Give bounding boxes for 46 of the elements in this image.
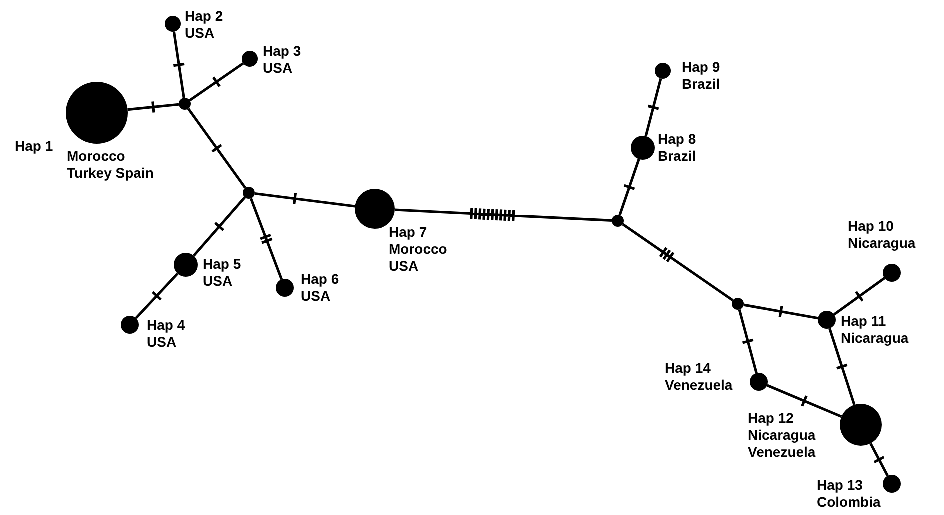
mutation-branch (766, 384, 843, 418)
mutation-branch (134, 272, 180, 320)
mutation-branch (828, 327, 856, 406)
haplotype-label: Hap 9 (682, 59, 722, 76)
country-label: USA (263, 60, 294, 77)
country-label: Nicaragua (848, 235, 917, 252)
haplotype-label: Hap 12 (748, 410, 795, 427)
haplotype-label: Hap 10 (848, 218, 895, 235)
haplotype-label: Hap 5 (203, 256, 242, 273)
mutation-branch (738, 308, 758, 375)
haplotype-label: Hap 2 (185, 8, 224, 25)
mutation-branch (869, 442, 890, 478)
country-label: Brazil (682, 76, 722, 93)
country-label: Nicaragua (841, 330, 910, 347)
haplotype-label: Hap 1 (15, 138, 54, 155)
country-label: Venezuela (665, 377, 734, 394)
country-label: USA (301, 288, 332, 305)
mutation-branch (394, 206, 614, 223)
haplotype-label: Hap 13 (817, 477, 864, 494)
mutation-branch (742, 304, 820, 320)
haplotype-label: Hap 4 (147, 317, 186, 334)
country-label: Nicaragua Venezuela (748, 427, 817, 461)
mutation-branch (187, 108, 247, 190)
haplotype-label: Hap 8 (658, 131, 698, 148)
haplotype-label: Hap 7 (389, 224, 428, 241)
country-label: USA (203, 273, 234, 290)
mutation-branch (126, 100, 180, 114)
country-label: USA (185, 25, 216, 42)
mutation-branch (254, 192, 356, 208)
mutation-branch (644, 77, 662, 138)
country-label: USA (147, 334, 178, 351)
mutation-branch (188, 62, 245, 102)
mutation-branch (833, 276, 886, 316)
mutation-branch (618, 158, 640, 217)
mutation-branch (172, 30, 186, 100)
mutation-branch (192, 196, 246, 258)
haplotype-label: Hap 6 (301, 271, 340, 288)
country-label: Morocco USA (389, 241, 448, 275)
country-label: Brazil (658, 148, 698, 165)
country-label: Colombia (817, 494, 882, 511)
mutation-branch (622, 223, 734, 302)
country-label: Morocco Turkey Spain (67, 148, 155, 182)
haplotype-label: Hap 14 (665, 360, 712, 377)
mutation-branch (250, 197, 284, 281)
haplotype-label: Hap 3 (263, 43, 302, 60)
haplotype-label: Hap 11 (841, 313, 888, 330)
